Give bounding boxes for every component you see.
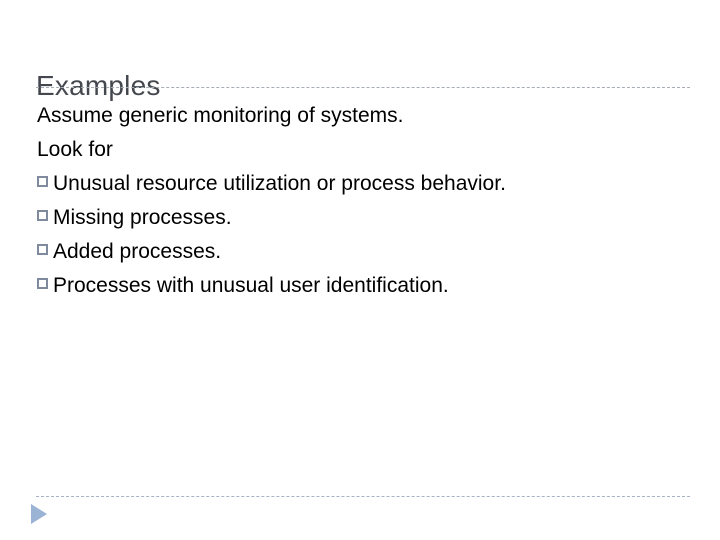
page-title: Examples bbox=[36, 69, 161, 101]
hollow-square-bullet-icon bbox=[37, 278, 48, 289]
body-line: Assume generic monitoring of systems. bbox=[37, 104, 404, 127]
list-item: Processes with unusual user identificati… bbox=[37, 269, 697, 303]
play-triangle-icon[interactable] bbox=[31, 504, 47, 524]
list-item-label: Missing processes. bbox=[53, 206, 232, 229]
list-item-label: Added processes. bbox=[53, 240, 222, 263]
list-item: Missing processes. bbox=[37, 201, 697, 235]
body-line: Look for bbox=[37, 138, 113, 161]
hollow-square-bullet-icon bbox=[37, 244, 48, 255]
list-item-label: Processes with unusual user identificati… bbox=[53, 274, 449, 297]
hollow-square-bullet-icon bbox=[37, 210, 48, 221]
hollow-square-bullet-icon bbox=[37, 176, 48, 187]
list-item: Unusual resource utilization or process … bbox=[37, 167, 697, 201]
slide-body: Assume generic monitoring of systems. Lo… bbox=[37, 99, 697, 303]
list-item: Added processes. bbox=[37, 235, 697, 269]
footer-divider-rule bbox=[36, 496, 690, 497]
list-item-label: Unusual resource utilization or process … bbox=[53, 172, 506, 195]
title-divider-rule bbox=[36, 87, 690, 88]
